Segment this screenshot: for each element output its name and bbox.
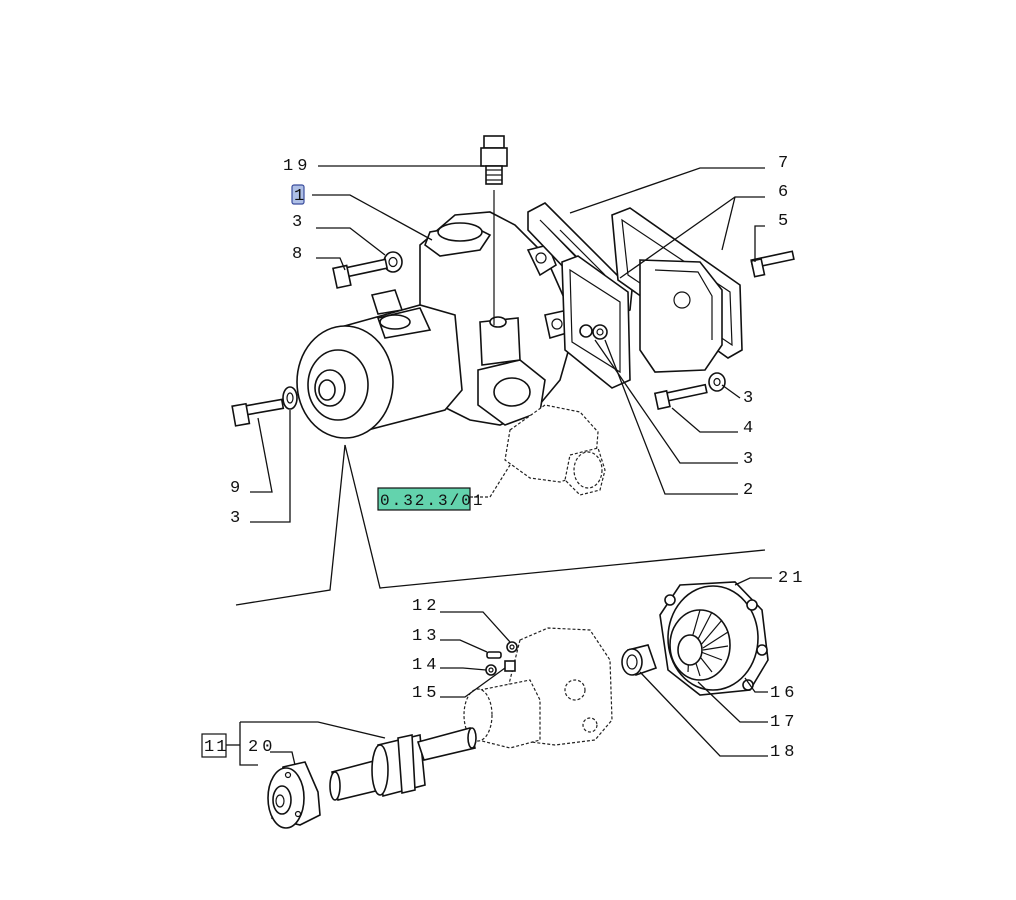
- callout-12: 12: [412, 597, 440, 616]
- callout-20: 20: [248, 738, 276, 757]
- bolt-4-part[interactable]: [653, 383, 708, 410]
- callout-3-b: 3: [230, 509, 244, 528]
- callout-8: 8: [292, 245, 306, 264]
- pump-housing-reference-part: [463, 627, 613, 749]
- reference-label-text: 0.32.3/01: [380, 492, 484, 510]
- callout-19: 19: [283, 157, 311, 176]
- callout-3-a: 3: [292, 213, 306, 232]
- callout-14: 14: [412, 656, 440, 675]
- reference-label[interactable]: 0.32.3/01: [377, 487, 484, 511]
- inlet-elbow-reference-part: [504, 404, 606, 496]
- small-fittings-part[interactable]: [485, 641, 518, 676]
- callout-11: 11: [204, 738, 228, 757]
- callout-15: 15: [412, 684, 440, 703]
- washer-left-lower-part[interactable]: [282, 386, 298, 410]
- bolt-9-part[interactable]: [231, 398, 285, 427]
- callout-13: 13: [412, 627, 440, 646]
- callout-1: 1: [294, 187, 308, 206]
- washer-part[interactable]: [708, 372, 726, 392]
- impeller-cover-part[interactable]: [659, 581, 769, 696]
- callout-4: 4: [743, 419, 757, 438]
- bolt-8-part[interactable]: [332, 258, 389, 289]
- pulley-hub-part[interactable]: [267, 761, 321, 829]
- callout-18: 18: [770, 743, 798, 762]
- water-pump-assembly[interactable]: [296, 211, 571, 439]
- callout-7: 7: [778, 154, 792, 173]
- callout-5: 5: [778, 212, 792, 231]
- pump-shaft-bearing-part[interactable]: [329, 727, 477, 801]
- callout-2: 2: [743, 481, 757, 500]
- callout-3-d: 3: [743, 450, 757, 469]
- bolt-5-part[interactable]: [750, 250, 795, 278]
- thermostat-cover-part[interactable]: [639, 259, 723, 373]
- callout-6: 6: [778, 183, 792, 202]
- callout-3-c: 3: [743, 389, 757, 408]
- water-pump-seal-part[interactable]: [621, 644, 658, 677]
- callout-9: 9: [230, 479, 244, 498]
- callout-21: 21: [778, 569, 806, 588]
- temperature-sender-part[interactable]: [480, 135, 508, 185]
- callout-17: 17: [770, 713, 798, 732]
- callout-1-highlight[interactable]: [291, 184, 305, 205]
- callout-16: 16: [770, 684, 798, 703]
- small-washer-part[interactable]: [592, 324, 608, 340]
